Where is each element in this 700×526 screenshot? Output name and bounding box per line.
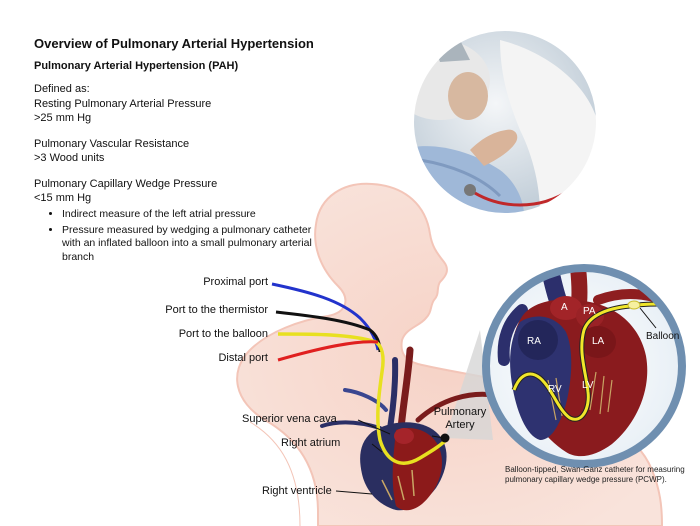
criterion-value-pcwp: <15 mm Hg bbox=[34, 192, 92, 204]
clinical-photo bbox=[412, 29, 598, 215]
heart-inset bbox=[482, 264, 686, 468]
pcwp-bullet-list: Indirect measure of the left atrial pres… bbox=[48, 208, 313, 266]
criterion-value-pvr: >3 Wood units bbox=[34, 152, 105, 164]
figure-caption: Balloon-tipped, Swan-Ganz catheter for m… bbox=[505, 465, 685, 484]
label-superior-vena-cava: Superior vena cava bbox=[242, 413, 337, 425]
bullet-item: Indirect measure of the left atrial pres… bbox=[62, 208, 313, 222]
catheter-line-3 bbox=[277, 332, 448, 465]
label-pulmonary-artery: Pulmonary Artery bbox=[433, 406, 487, 431]
label-thermistor-port: Port to the thermistor bbox=[165, 304, 268, 316]
inset-label-aorta: A bbox=[561, 302, 568, 313]
label-balloon-port: Port to the balloon bbox=[178, 328, 268, 340]
section-subtitle: Pulmonary Arterial Hypertension (PAH) bbox=[34, 60, 239, 72]
criterion-name-rpap: Resting Pulmonary Arterial Pressure bbox=[34, 98, 212, 110]
inset-label-balloon: Balloon bbox=[646, 331, 680, 342]
bullet-item: Pressure measured by wedging a pulmonary… bbox=[62, 224, 313, 265]
inset-label-ra: RA bbox=[527, 336, 541, 347]
page-title: Overview of Pulmonary Arterial Hypertens… bbox=[34, 36, 314, 51]
inset-label-pa: PA bbox=[583, 306, 596, 317]
pulmonary-artery-marker bbox=[440, 433, 450, 443]
inset-label-rv: RV bbox=[548, 384, 562, 395]
criterion-value-rpap: >25 mm Hg bbox=[34, 112, 92, 124]
label-right-atrium: Right atrium bbox=[281, 437, 341, 449]
inset-label-lv: LV bbox=[582, 380, 594, 391]
criterion-name-pvr: Pulmonary Vascular Resistance bbox=[34, 138, 190, 150]
criterion-name-pcwp: Pulmonary Capillary Wedge Pressure bbox=[34, 178, 218, 190]
leader-lines bbox=[335, 419, 445, 495]
label-right-ventricle: Right ventricle bbox=[262, 485, 332, 497]
defined-as-label: Defined as: bbox=[34, 83, 90, 95]
label-distal-port: Distal port bbox=[218, 352, 268, 364]
inset-connector bbox=[445, 330, 493, 440]
catheter-lines bbox=[271, 282, 448, 465]
catheter-line-4 bbox=[277, 340, 379, 362]
label-proximal-port: Proximal port bbox=[203, 276, 268, 288]
inset-label-la: LA bbox=[592, 336, 605, 347]
